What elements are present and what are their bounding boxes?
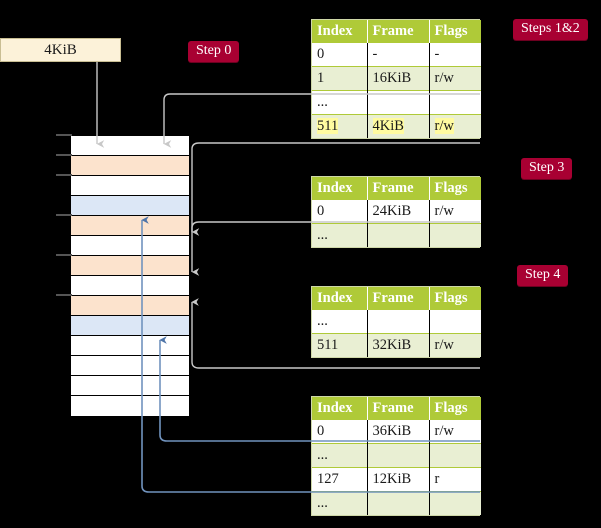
table-cell: 0 <box>312 42 368 67</box>
table-cell: 4KiB <box>367 113 430 138</box>
column-header-flags: Flags <box>429 20 481 43</box>
table-cell: ... <box>312 490 368 515</box>
table-cell: r/w <box>429 332 481 357</box>
frame-tick <box>56 214 72 216</box>
table-cell <box>429 222 481 247</box>
frame-tick <box>56 254 72 256</box>
table-cell <box>367 309 430 334</box>
memory-frame-row <box>71 216 189 236</box>
table-cell: 127 <box>312 466 368 492</box>
table-cell: ... <box>312 89 368 115</box>
frame-tick <box>56 134 72 136</box>
table-cell <box>429 89 481 115</box>
table-row: ... <box>312 490 481 515</box>
page-size-box: 4KiB <box>0 38 121 62</box>
table-cell <box>429 309 481 334</box>
column-header-frame: Frame <box>367 177 430 200</box>
table-cell: 12KiB <box>367 466 430 492</box>
table-cell <box>429 442 481 468</box>
table-cell: r/w <box>429 113 481 138</box>
column-header-frame: Frame <box>367 20 430 43</box>
table-cell: - <box>429 42 481 67</box>
table-cell: 16KiB <box>367 65 430 91</box>
table-cell: 0 <box>312 199 368 224</box>
table-row: ... <box>312 442 481 468</box>
frame-tick <box>56 154 72 156</box>
table-row: ... <box>312 89 481 115</box>
table-row: 511 4KiB r/w <box>312 113 481 138</box>
table-cell: 1 <box>312 65 368 91</box>
column-header-index: Index <box>312 20 368 43</box>
column-header-frame: Frame <box>367 397 430 420</box>
table-cell <box>429 490 481 515</box>
table-cell <box>367 222 430 247</box>
table-cell: ... <box>312 222 368 247</box>
frame-tick <box>56 174 72 176</box>
memory-frame-row <box>71 276 189 296</box>
table-row: ... <box>312 222 481 247</box>
highlighted-value: 511 <box>317 117 339 134</box>
column-header-index: Index <box>312 397 368 420</box>
memory-frame-row <box>71 156 189 176</box>
memory-frame-row <box>71 236 189 256</box>
step-4-badge: Step 4 <box>517 265 569 287</box>
table-cell: 511 <box>312 332 368 357</box>
highlighted-value: 4KiB <box>372 117 404 134</box>
table-cell: r/w <box>429 419 481 444</box>
table-cell: 32KiB <box>367 332 430 357</box>
column-header-index: Index <box>312 287 368 310</box>
table-cell: 24KiB <box>367 199 430 224</box>
column-header-flags: Flags <box>429 177 481 200</box>
memory-frame-row <box>71 296 189 316</box>
step-0-badge: Step 0 <box>188 41 240 63</box>
page-size-label: 4KiB <box>44 41 77 58</box>
steps-1-2-badge: Steps 1&2 <box>513 19 588 41</box>
table-cell: 36KiB <box>367 419 430 444</box>
memory-frame-row <box>71 176 189 196</box>
memory-frame-row <box>71 136 189 156</box>
table-cell: - <box>367 42 430 67</box>
table-cell <box>367 89 430 115</box>
table-cell: ... <box>312 442 368 468</box>
column-header-frame: Frame <box>367 287 430 310</box>
memory-frame-row <box>71 336 189 356</box>
table-cell: ... <box>312 309 368 334</box>
physical-memory-frames <box>70 135 190 416</box>
memory-frame-row <box>71 256 189 276</box>
step-3-badge: Step 3 <box>521 158 573 180</box>
column-header-flags: Flags <box>429 287 481 310</box>
table-row: 0-- <box>312 42 481 67</box>
table-cell: r <box>429 466 481 492</box>
table-cell: 511 <box>312 113 368 138</box>
table-cell: r/w <box>429 65 481 91</box>
memory-frame-row <box>71 316 189 336</box>
highlighted-value: r/w <box>434 117 454 134</box>
table-cell <box>367 490 430 515</box>
table-cell: 0 <box>312 419 368 444</box>
column-header-index: Index <box>312 177 368 200</box>
memory-frame-row <box>71 376 189 396</box>
memory-frame-row <box>71 356 189 376</box>
memory-frame-row <box>71 196 189 216</box>
column-header-flags: Flags <box>429 397 481 420</box>
table-row: ... <box>312 309 481 334</box>
table-cell: r/w <box>429 199 481 224</box>
table-cell <box>367 442 430 468</box>
memory-frame-row <box>71 396 189 416</box>
frame-tick <box>56 294 72 296</box>
